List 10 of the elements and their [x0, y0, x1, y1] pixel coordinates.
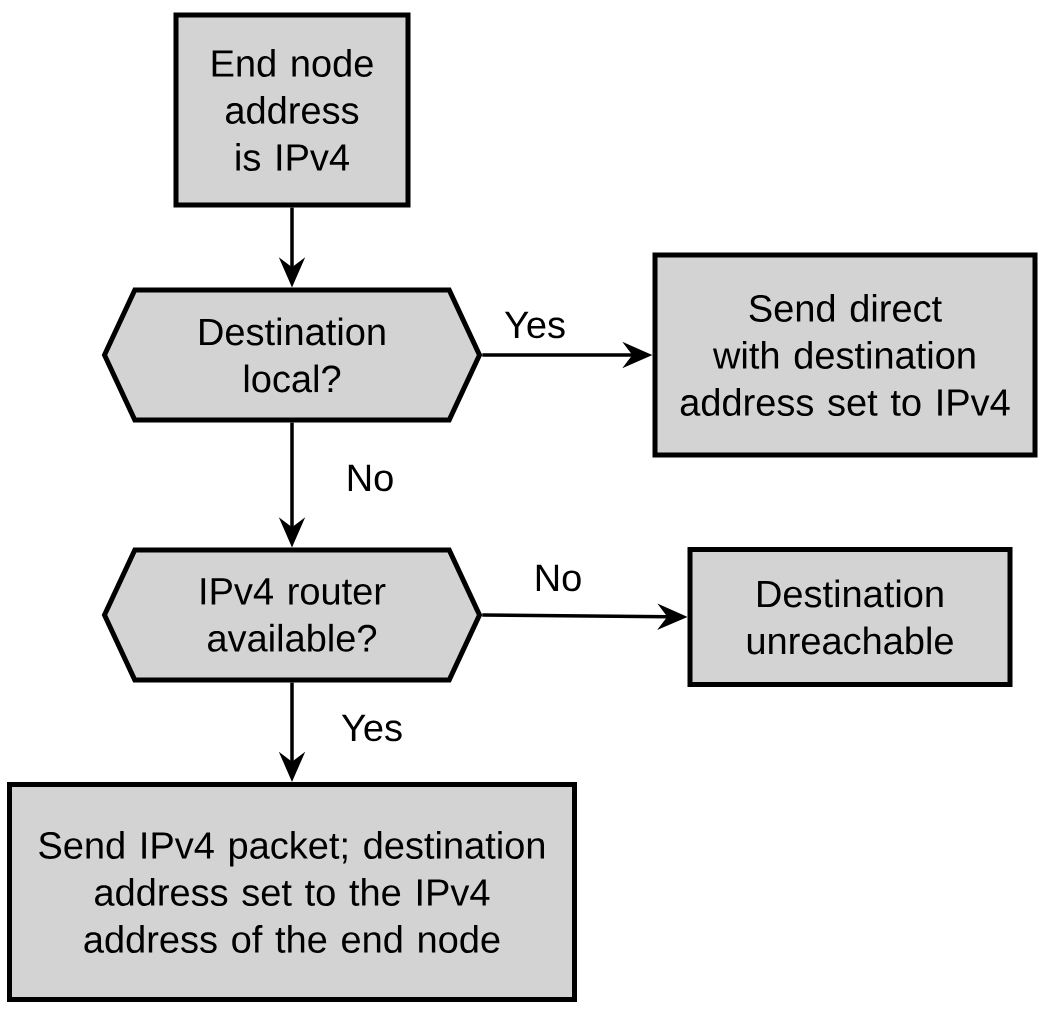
decision-hexagon: Destination local?	[101, 287, 483, 423]
decision-hexagon: IPv4 router available?	[101, 547, 483, 683]
process-box: Send direct with destination address set to IPv4	[652, 252, 1038, 458]
edge-label: Yes	[339, 712, 405, 744]
edge-label: No	[531, 562, 585, 594]
process-box: End node address is IPv4	[173, 12, 411, 208]
process-box: Send IPv4 packet; destination address set to the IPv4 address of the end node	[7, 782, 577, 1002]
process-box: Destination unreachable	[687, 547, 1013, 687]
edge-label: Yes	[502, 309, 568, 341]
edge-label: No	[343, 462, 397, 494]
